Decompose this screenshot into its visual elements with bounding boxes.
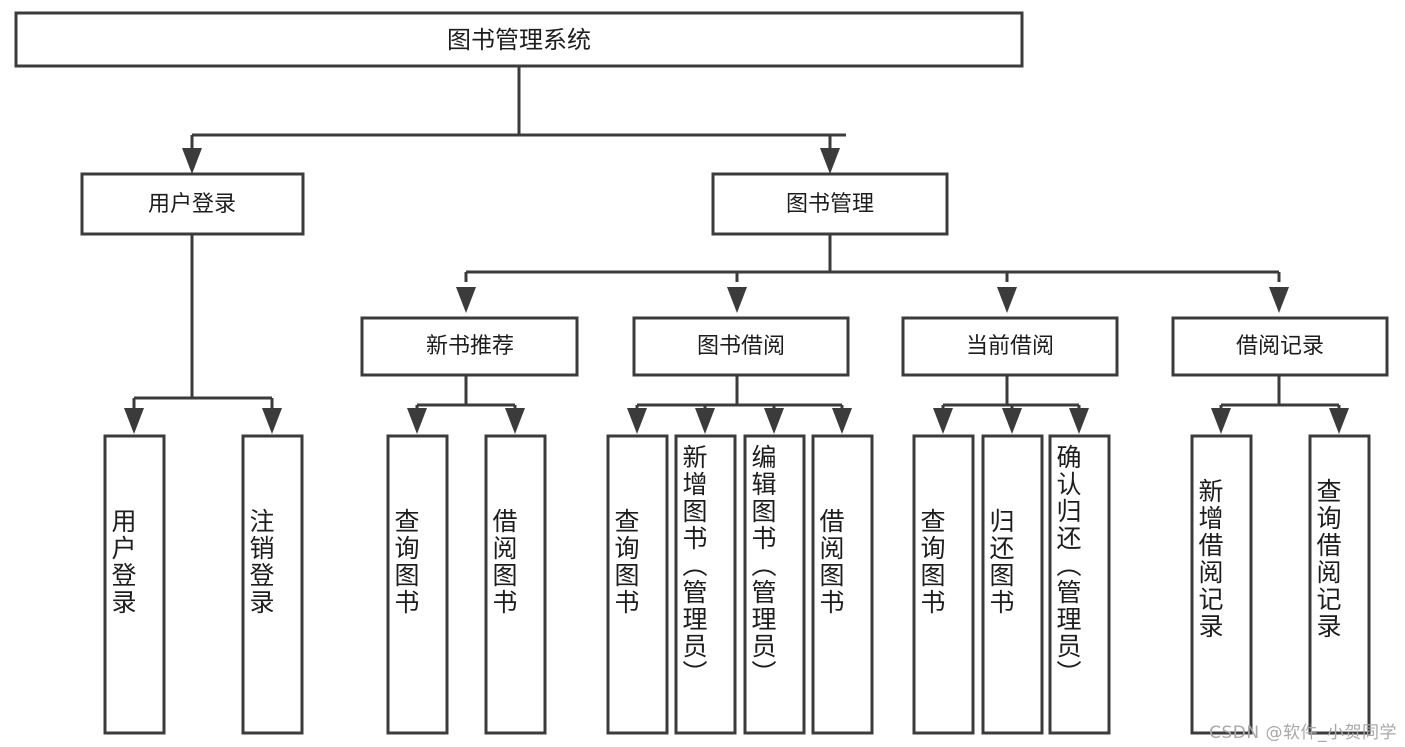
node-book-manage[interactable]: 图书管理	[711, 172, 949, 236]
node-leaf-add-book-label: 新增图书（管理员）	[679, 444, 708, 687]
arrow-to-book-manage	[820, 148, 840, 174]
node-new-book-recommend-label: 新书推荐	[426, 334, 514, 359]
arrow-to-leaf-confirm-return	[1069, 408, 1089, 434]
arrow-to-leaf-user-logout	[262, 408, 282, 434]
arrow-to-borrow-record	[1269, 287, 1289, 313]
node-current-borrow-box[interactable]	[901, 316, 1119, 377]
node-new-book-recommend-box[interactable]	[360, 316, 579, 377]
node-leaf-query-book-3-label: 查询图书	[917, 508, 946, 616]
node-leaf-query-book-2-label: 查询图书	[611, 508, 640, 616]
node-leaf-confirm-return-box[interactable]	[1048, 434, 1111, 735]
arrow-to-user-login	[182, 148, 202, 174]
node-leaf-query-book-3-box[interactable]	[912, 434, 975, 735]
node-current-borrow[interactable]: 当前借阅	[901, 316, 1119, 377]
node-leaf-edit-book-label: 编辑图书（管理员）	[748, 444, 777, 687]
connector-current-borrow-to-leaves	[933, 375, 1089, 434]
node-book-borrow-label: 图书借阅	[697, 334, 785, 359]
node-book-manage-box[interactable]	[711, 172, 949, 236]
arrow-to-current-borrow	[997, 287, 1017, 313]
connector-book-borrow-to-leaves	[627, 375, 852, 434]
connector-book-manage-to-level2	[456, 234, 1289, 313]
node-borrow-record[interactable]: 借阅记录	[1171, 316, 1389, 377]
node-leaf-add-book-box[interactable]	[674, 434, 737, 735]
node-book-borrow-box[interactable]	[632, 316, 850, 377]
arrow-to-leaf-query-book-2	[627, 408, 647, 434]
arrow-to-leaf-borrow-book-2	[832, 408, 852, 434]
arrow-to-leaf-user-login	[124, 408, 144, 434]
arrow-to-leaf-query-book-3	[933, 408, 953, 434]
node-leaf-borrow-book-2-box[interactable]	[811, 434, 874, 735]
node-borrow-record-label: 借阅记录	[1236, 334, 1324, 359]
arrow-to-leaf-add-book	[695, 408, 715, 434]
node-leaf-borrow-book-1-box[interactable]	[484, 434, 547, 735]
node-current-borrow-label: 当前借阅	[966, 334, 1054, 359]
arrow-to-leaf-return-book	[1002, 408, 1022, 434]
arrow-to-new-book-recommend	[456, 287, 476, 313]
connector-root-to-level1	[182, 66, 846, 174]
csdn-watermark: CSDN @软件_小贺同学	[1209, 723, 1397, 743]
node-leaf-add-record-box[interactable]	[1190, 434, 1253, 735]
node-leaf-query-record-box[interactable]	[1308, 434, 1371, 735]
arrow-to-book-borrow	[727, 287, 747, 313]
connector-user-login-to-leaves	[124, 234, 282, 434]
arrow-to-leaf-query-record	[1329, 408, 1349, 434]
node-book-borrow[interactable]: 图书借阅	[632, 316, 850, 377]
leaf-boxes	[103, 434, 1371, 735]
node-leaf-query-book-1-label: 查询图书	[391, 508, 420, 616]
node-leaf-confirm-return-label: 确认归还（管理员）	[1053, 444, 1082, 687]
node-borrow-record-box[interactable]	[1171, 316, 1389, 377]
arrow-to-leaf-edit-book	[764, 408, 784, 434]
node-leaf-borrow-book-2-label: 借阅图书	[816, 508, 845, 616]
node-leaf-return-book-label: 归还图书	[986, 508, 1015, 616]
node-user-login-label: 用户登录	[148, 192, 236, 217]
node-leaf-query-book-1-box[interactable]	[386, 434, 449, 735]
node-leaf-user-logout-box[interactable]	[241, 434, 304, 735]
arrow-to-leaf-borrow-book-1	[505, 408, 525, 434]
arrow-to-leaf-add-record	[1211, 408, 1231, 434]
node-root-box[interactable]	[14, 11, 1024, 68]
node-leaf-user-logout-label: 注销登录	[246, 508, 275, 616]
node-new-book-recommend[interactable]: 新书推荐	[360, 316, 579, 377]
node-user-login-box[interactable]	[80, 172, 305, 236]
node-leaf-add-record-label: 新增借阅记录	[1195, 478, 1224, 640]
node-book-manage-label: 图书管理	[786, 192, 874, 217]
node-leaf-borrow-book-1-label: 借阅图书	[489, 508, 518, 616]
node-leaf-user-login-box[interactable]	[103, 434, 166, 735]
node-user-login[interactable]: 用户登录	[80, 172, 305, 236]
connector-new-book-recommend-to-leaves	[407, 375, 525, 434]
node-leaf-query-book-2-box[interactable]	[606, 434, 669, 735]
node-leaf-return-book-box[interactable]	[981, 434, 1044, 735]
node-root-label: 图书管理系统	[447, 26, 591, 54]
arrow-to-leaf-query-book-1	[407, 408, 427, 434]
connector-borrow-record-to-leaves	[1211, 375, 1349, 434]
node-leaf-query-record-label: 查询借阅记录	[1313, 478, 1342, 640]
node-leaf-user-login-label: 用户登录	[108, 508, 137, 616]
node-leaf-edit-book-box[interactable]	[743, 434, 806, 735]
node-root[interactable]: 图书管理系统	[14, 11, 1024, 68]
